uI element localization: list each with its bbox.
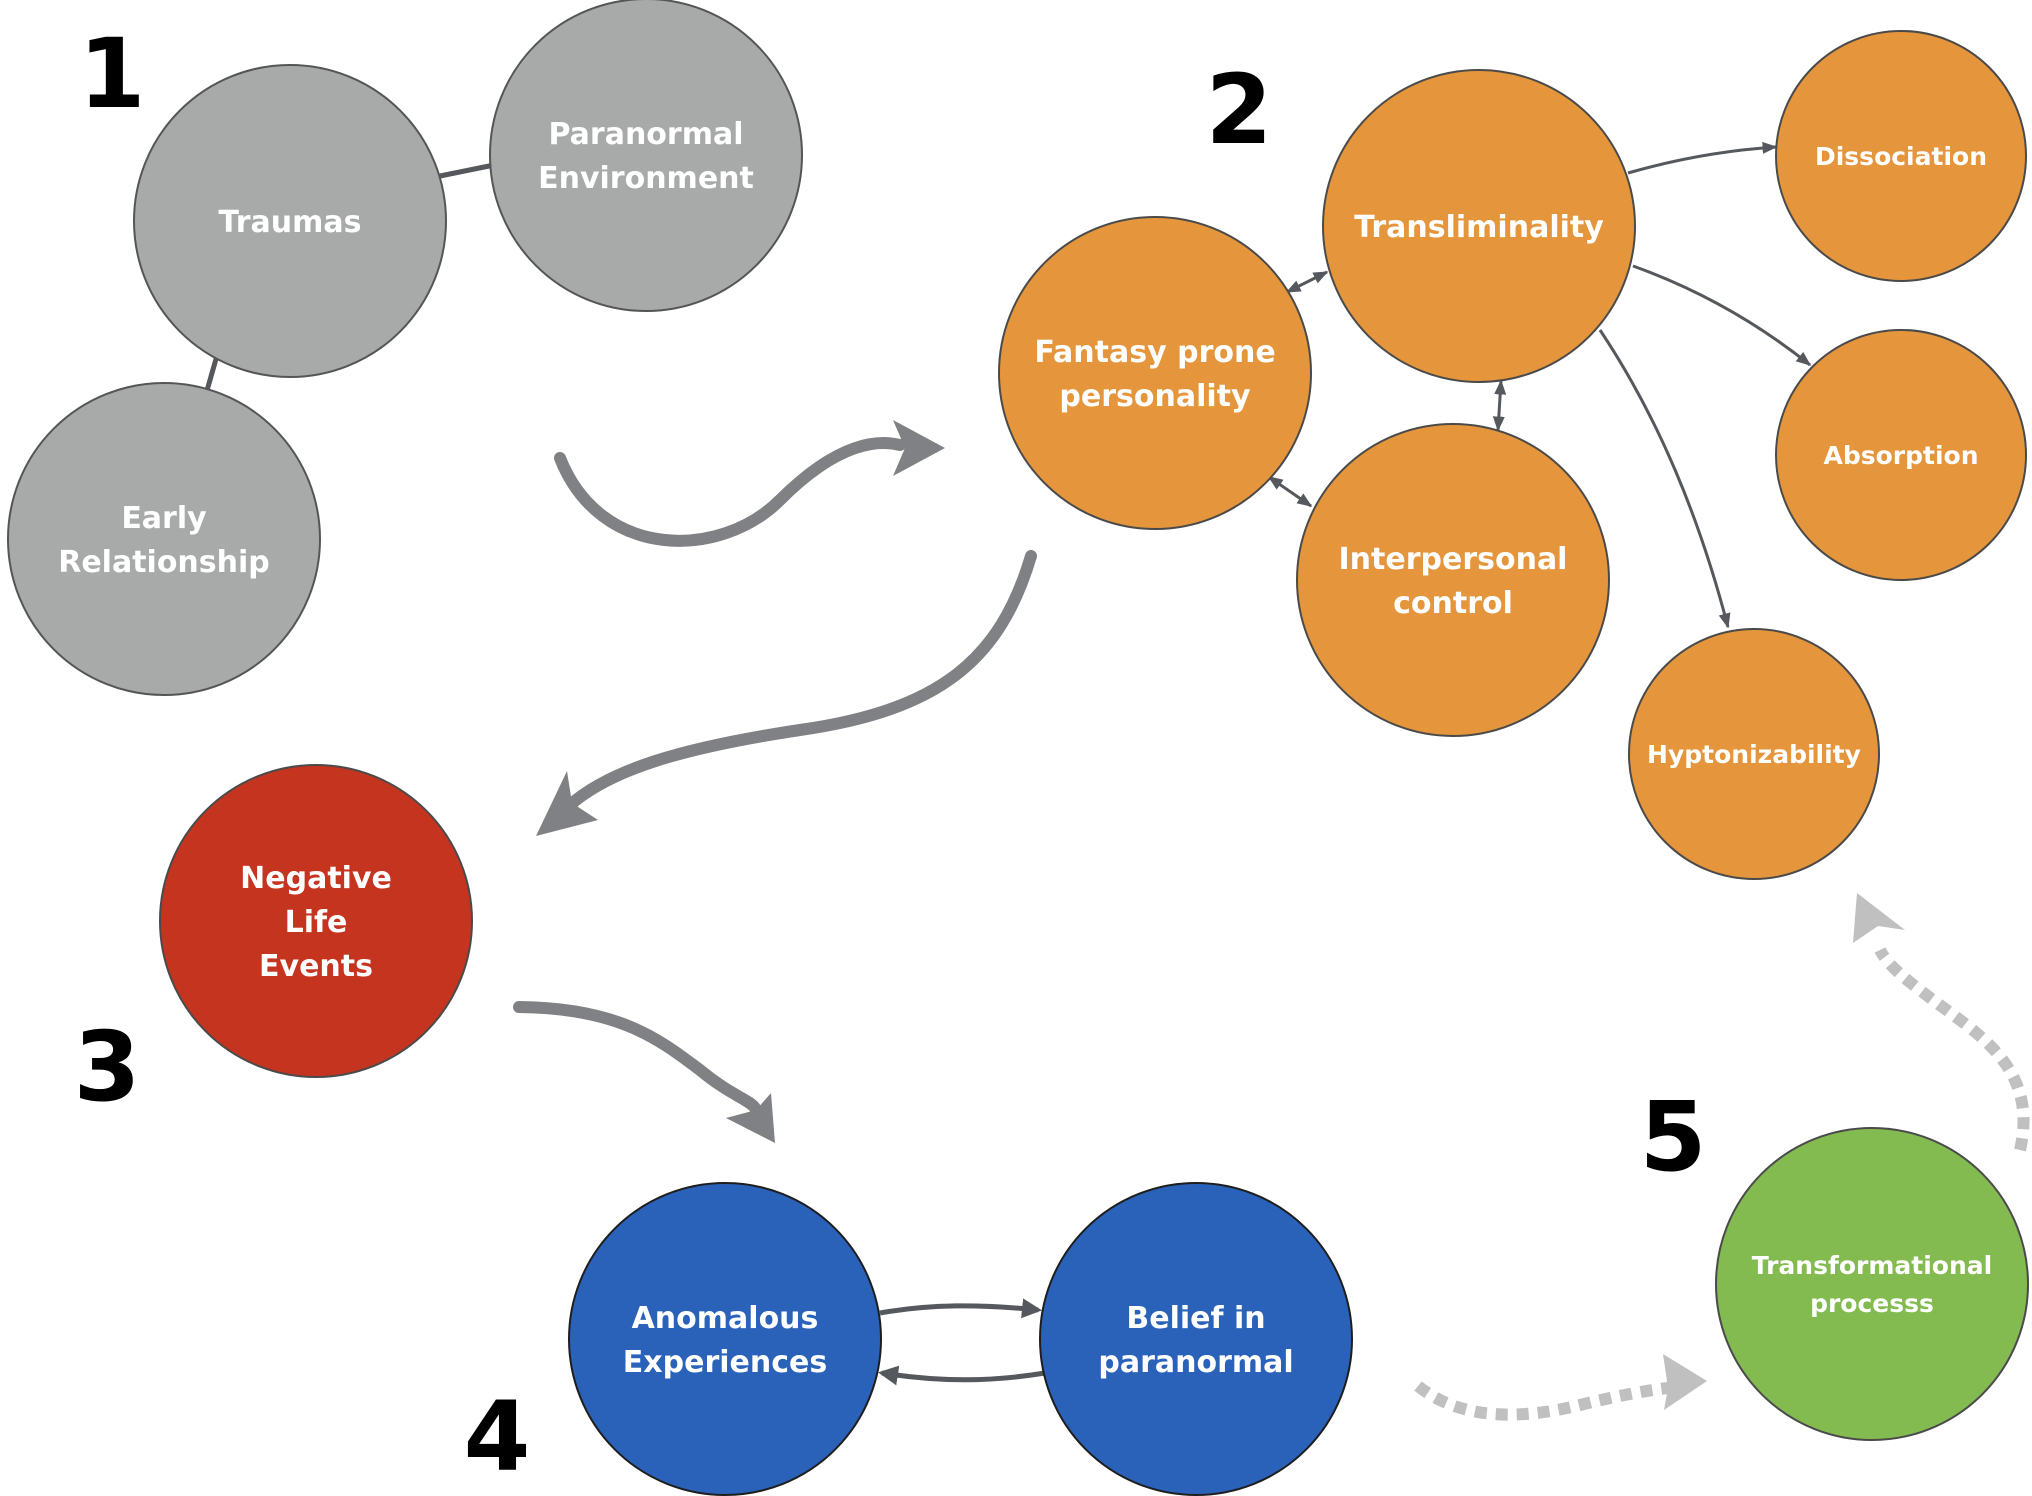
svg-text:Transliminality: Transliminality (1354, 210, 1604, 245)
node-label-line: Experiences (623, 1345, 827, 1380)
arrow-1-to-2 (554, 420, 945, 547)
node-label-line: Interpersonal (1339, 542, 1568, 577)
node-absorption: Absorption (1775, 329, 2027, 581)
arrow-2-to-3 (536, 550, 1037, 836)
step-number-2: 2 (1206, 54, 1273, 166)
arrow-3-to-4 (513, 1001, 775, 1143)
node-label-line: Relationship (58, 545, 270, 580)
node-label-line: Life (285, 905, 348, 940)
svg-text:Absorption: Absorption (1823, 441, 1978, 470)
arrow-belief-to-anomalous (878, 1365, 1046, 1386)
node-label-line: Environment (538, 161, 754, 196)
node-hyptonizability: Hyptonizability (1628, 628, 1880, 880)
node-label-line: Dissociation (1815, 142, 1987, 171)
step-number-1: 1 (79, 18, 146, 130)
node-label-line: Absorption (1823, 441, 1978, 470)
connector-traumas-environment (439, 162, 495, 179)
step-number-4: 4 (464, 1381, 531, 1493)
node-dissociation: Dissociation (1775, 30, 2027, 282)
node-label-line: Belief in (1126, 1301, 1265, 1336)
arrow-transliminality-hyptonizability (1598, 329, 1731, 629)
node-traumas: Traumas (133, 64, 447, 378)
node-transliminality: Transliminality (1322, 69, 1636, 383)
node-transformational-process: Transformational processs (1715, 1127, 2029, 1441)
node-label-line: processs (1810, 1289, 1934, 1318)
dotted-arrow-5-to-2 (1853, 893, 2030, 1152)
arrow-transliminality-interpersonal (1492, 379, 1507, 432)
node-label-line: Negative (240, 861, 392, 896)
node-label-line: personality (1059, 379, 1251, 414)
step-number-3: 3 (74, 1011, 141, 1123)
svg-text:Dissociation: Dissociation (1815, 142, 1987, 171)
arrow-fantasy-transliminality (1285, 270, 1329, 294)
node-label-line: Early (121, 501, 207, 536)
arrow-transliminality-dissociation (1627, 141, 1778, 175)
node-label-line: Traumas (219, 205, 362, 240)
node-label-line: Transformational (1752, 1251, 1992, 1280)
step-number-5: 5 (1640, 1081, 1707, 1193)
node-fantasy-prone-personality: Fantasy prone personality (998, 216, 1312, 530)
node-belief-in-paranormal: Belief in paranormal (1039, 1182, 1353, 1496)
node-label-line: Transliminality (1354, 210, 1604, 245)
node-label-line: paranormal (1098, 1345, 1293, 1380)
svg-text:Traumas: Traumas (219, 205, 362, 240)
node-label-line: control (1393, 586, 1513, 621)
arrow-transliminality-absorption (1632, 264, 1812, 367)
arrow-fantasy-interpersonal (1267, 475, 1313, 508)
node-label-line: Events (259, 949, 373, 984)
node-interpersonal-control: Interpersonal control (1296, 423, 1610, 737)
node-label-line: Paranormal (548, 117, 743, 152)
node-label-line: Hyptonizability (1647, 740, 1861, 769)
dotted-arrow-4-to-5 (1414, 1354, 1707, 1421)
node-label-line: Anomalous (632, 1301, 819, 1336)
arrow-anomalous-to-belief (879, 1298, 1042, 1319)
node-label-line: Fantasy prone (1034, 335, 1275, 370)
svg-text:Hyptonizability: Hyptonizability (1647, 740, 1861, 769)
